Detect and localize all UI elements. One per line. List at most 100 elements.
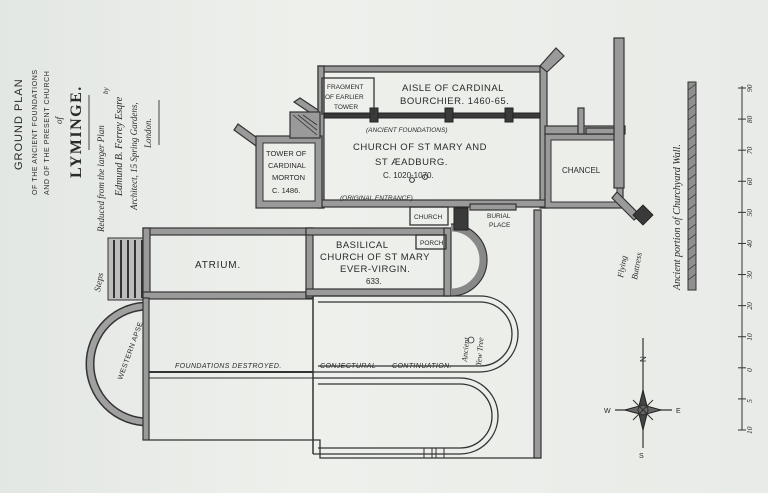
flying-buttress: [611, 191, 641, 221]
basilical-label-4: 633.: [366, 277, 382, 286]
corner-buttress-ne: [539, 47, 565, 73]
conjectural-nave-lower: [313, 377, 499, 455]
annotations: Flying Buttress Ancient portion of Churc…: [615, 81, 697, 291]
pier-2: [444, 107, 454, 123]
arcade-wall: [323, 112, 541, 119]
atrium-bottom-wall: [142, 291, 314, 300]
pier-3: [504, 107, 514, 123]
credit-line1: Reduced from the larger Plan: [96, 125, 106, 233]
tower-label-3: MORTON: [272, 173, 305, 182]
churchyard-wall-label: Ancient portion of Churchyard Wall.: [672, 144, 683, 291]
scale-tick-label: 50: [745, 209, 754, 217]
conjectural-nave-upper-inner: [318, 301, 513, 367]
yew-tree-mark: [467, 336, 475, 344]
chancel-inner: [550, 139, 618, 203]
burial-block: [453, 207, 469, 231]
burial-label-2: PLACE: [489, 222, 511, 229]
chancel-label: CHANCEL: [562, 166, 601, 175]
churchyard-wall-strip: [687, 81, 697, 291]
scale-tick-label: 10: [745, 426, 754, 434]
steps-block: [107, 237, 149, 301]
lower-mark-2: [435, 447, 445, 459]
steps-label: Steps: [92, 271, 105, 292]
conjectural-label: CONJECTURAL: [320, 363, 376, 370]
ancient-yew-label-1: Ancient: [460, 336, 471, 363]
church-label-2: ST ÆADBURG.: [375, 157, 448, 168]
burial-label-1: BURIAL: [487, 213, 511, 220]
basilical-label-1: BASILICAL: [336, 240, 389, 251]
scale-tick-label: 30: [745, 271, 754, 280]
present-church: FRAGMENT OF EARLIER TOWER AISLE OF CARDI…: [233, 37, 654, 226]
fragment-label-2: OF EARLIER: [325, 94, 364, 101]
compass-n: N: [639, 356, 648, 362]
scale-tick-label: 5: [745, 399, 754, 403]
basilica-divider: [443, 227, 452, 297]
fragment-label-3: TOWER: [334, 104, 358, 111]
stair-hatch: [292, 114, 318, 136]
basilica-apse: [450, 224, 487, 296]
flying-buttress-label-2: Buttress: [629, 251, 644, 281]
atrium-top-wall: [142, 227, 314, 236]
aisle-label-2: BOURCHIER. 1460-65.: [400, 96, 509, 107]
original-entrance-label: (ORIGINAL ENTRANCE): [340, 195, 413, 202]
fragment-tower: [321, 77, 375, 115]
nave-mark-1: [409, 177, 415, 183]
western-apse-label: WESTERN APSE: [117, 321, 145, 381]
basilica-top-wall: [305, 227, 449, 236]
chancel-buttress: [577, 107, 585, 135]
tower-inner: [262, 142, 316, 202]
ancient-foundations: CHURCH BURIAL PLACE PORCH BASILICAL CHUR…: [85, 203, 542, 459]
porch-label: PORCH: [420, 240, 444, 247]
church-small-label: CHURCH: [414, 214, 442, 221]
lower-left-wall: [142, 297, 150, 441]
ancient-yew-label-2: Yew Tree: [474, 337, 485, 367]
scale-tick-label: 0: [745, 368, 754, 372]
title-lyminge: LYMINGE.: [68, 85, 85, 178]
credit-line2: by: [102, 87, 110, 95]
atrium-right-wall: [305, 227, 314, 299]
church-label-1: CHURCH OF ST MARY AND: [353, 142, 487, 153]
lower-enclosure: [149, 296, 541, 459]
title-block: GROUND PLAN OF THE ANCIENT FOUNDATIONS A…: [13, 69, 160, 233]
compass-e: E: [676, 408, 681, 415]
credit-line3: Edmund B. Ferrey Esqre: [114, 96, 125, 197]
porch-box: [415, 234, 447, 250]
tower-label-4: C. 1486.: [272, 186, 300, 195]
basilical-label-2: CHURCH OF ST MARY: [320, 252, 430, 263]
tower-label-2: CARDINAL: [268, 161, 306, 170]
churchyard-link: [585, 127, 615, 135]
burial-place-wall: [469, 203, 517, 211]
ancient-foundations-label: (ANCIENT FOUNDATIONS): [366, 127, 448, 134]
churchyard-wall-hatch: [687, 83, 697, 281]
continuation-label: CONTINUATION.: [392, 363, 452, 370]
conjectural-nave-upper: [313, 295, 519, 373]
scale-tick-label: 70: [745, 146, 754, 154]
credit-line5: London.: [143, 118, 153, 149]
chancel-link: [544, 125, 626, 135]
scale-tick-label: 10: [745, 333, 754, 341]
atrium-label: ATRIUM.: [195, 260, 241, 271]
aisle-label-1: AISLE OF CARDINAL: [402, 83, 504, 94]
compass-rose: N S W E: [604, 338, 681, 460]
tower-label-1: TOWER OF: [266, 149, 307, 158]
compass-w: W: [604, 408, 611, 415]
compass-s: S: [639, 453, 644, 460]
scale-tick-label: 80: [745, 115, 754, 123]
lower-right-strip: [533, 209, 542, 459]
church-label-3: C. 1020-1070.: [383, 171, 434, 180]
credit-line4: Architect, 15 Spring Gardens,: [129, 102, 139, 211]
lower-mark-1: [423, 447, 433, 459]
title-line2: OF THE ANCIENT FOUNDATIONS: [32, 69, 39, 195]
basilica-bottom-wall: [305, 288, 449, 297]
atrium-left-wall: [142, 227, 151, 299]
conjectural-nave-lower-inner: [318, 383, 493, 449]
scale-tick-label: 20: [745, 302, 754, 310]
churchyard-wall-top: [613, 37, 625, 189]
flying-buttress-label-1: Flying: [615, 255, 629, 280]
title-line3: AND OF THE PRESENT CHURCH: [44, 71, 51, 195]
flying-buttress-end: [632, 204, 654, 226]
nave-mark-2: [422, 174, 428, 180]
